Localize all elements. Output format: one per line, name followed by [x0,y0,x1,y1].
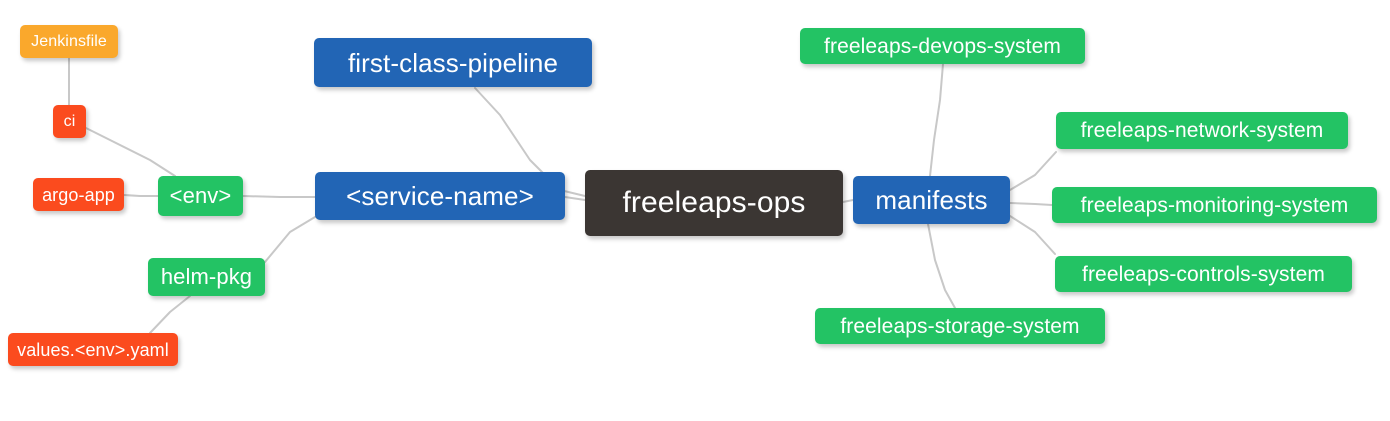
node-label-ci: ci [63,112,76,130]
node-label-helm-pkg: helm-pkg [160,264,253,289]
node-label-freeleaps-storage-system: freeleaps-storage-system [840,314,1080,338]
node-label-freeleaps-controls-system: freeleaps-controls-system [1082,262,1325,286]
node-label-service-name: <service-name> [346,181,534,211]
node-label-first-class-pipeline: first-class-pipeline [347,47,559,78]
node-freeleaps-storage-system[interactable]: freeleaps-storage-system [815,308,1105,344]
node-label-freeleaps-monitoring-system: freeleaps-monitoring-system [1080,193,1349,217]
node-env[interactable]: <env> [158,176,243,216]
node-label-argo-app: argo-app [42,184,115,205]
node-service-name[interactable]: <service-name> [315,172,565,220]
edge-env-to-argo-app [123,194,159,197]
node-argo-app[interactable]: argo-app [33,178,124,211]
edge-manifests-to-freeleaps-storage-system [927,223,956,309]
node-label-freeleaps-ops: freeleaps-ops [622,186,806,219]
edge-freeleaps-ops-to-service-name [564,196,586,201]
node-ci[interactable]: ci [53,105,86,138]
edge-freeleaps-ops-to-manifests [842,199,854,203]
node-freeleaps-network-system[interactable]: freeleaps-network-system [1056,112,1348,149]
edge-env-to-ci [85,127,176,177]
edge-helm-pkg-to-values-env-yaml [149,295,191,334]
node-label-jenkinsfile: Jenkinsfile [31,32,107,50]
node-first-class-pipeline[interactable]: first-class-pipeline [314,38,592,87]
edge-manifests-to-freeleaps-controls-system [1009,215,1056,255]
edge-service-name-to-env [242,195,316,198]
edge-manifests-to-freeleaps-monitoring-system [1009,202,1053,206]
node-label-manifests: manifests [875,185,988,215]
node-manifests[interactable]: manifests [853,176,1010,224]
node-jenkinsfile[interactable]: Jenkinsfile [20,25,118,58]
node-freeleaps-devops-system[interactable]: freeleaps-devops-system [800,28,1085,64]
node-label-freeleaps-devops-system: freeleaps-devops-system [824,34,1061,58]
node-label-freeleaps-network-system: freeleaps-network-system [1080,119,1324,142]
edge-service-name-to-helm-pkg [264,216,316,263]
edge-manifests-to-freeleaps-network-system [1009,151,1057,191]
node-freeleaps-monitoring-system[interactable]: freeleaps-monitoring-system [1052,187,1377,223]
node-label-values-env-yaml: values.<env>.yaml [17,339,169,360]
node-freeleaps-ops[interactable]: freeleaps-ops [585,170,843,236]
node-label-env: <env> [169,183,232,208]
edge-manifests-to-freeleaps-devops-system [929,63,944,177]
node-values-env-yaml[interactable]: values.<env>.yaml [8,333,178,366]
node-helm-pkg[interactable]: helm-pkg [148,258,265,296]
node-freeleaps-controls-system[interactable]: freeleaps-controls-system [1055,256,1352,292]
